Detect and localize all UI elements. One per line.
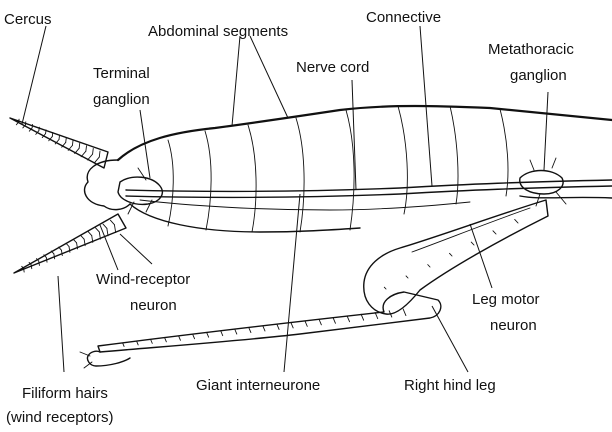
label-terminal-ganglion-line1: Terminal	[93, 65, 150, 82]
filiform-hair	[137, 342, 138, 345]
filiform-hair	[24, 268, 25, 272]
filiform-hair	[493, 231, 496, 234]
label-filiform-line2: (wind receptors)	[6, 409, 114, 426]
filiform-hair	[221, 331, 223, 335]
filiform-hair	[123, 344, 124, 347]
leader-wind-receptor	[120, 234, 152, 264]
filiform-hair	[207, 333, 209, 337]
filiform-hair	[96, 228, 100, 232]
filiform-hair	[54, 254, 55, 259]
leader-cercus	[22, 26, 46, 124]
filiform-hair	[114, 225, 115, 233]
leader-filiform	[58, 276, 64, 372]
filiform-hair	[333, 318, 335, 324]
leader-hind-leg	[432, 306, 468, 372]
filiform-hair	[39, 261, 40, 265]
label-metathoracic-ganglion-line2: ganglion	[510, 67, 567, 84]
leader-abdominal-a	[232, 36, 240, 126]
filiform-hair	[75, 148, 79, 153]
nerve-cord	[126, 180, 612, 197]
filiform-hair	[88, 232, 91, 236]
filiform-hair	[263, 326, 265, 331]
label-metathoracic-ganglion-line1: Metathoracic	[488, 41, 574, 58]
label-nerve-cord: Nerve cord	[296, 59, 369, 76]
abdominal-segment-lines	[168, 106, 508, 232]
filiform-hair	[88, 154, 93, 160]
abdomen-body	[85, 106, 612, 232]
filiform-hair	[428, 265, 430, 267]
filiform-hair	[93, 148, 94, 154]
filiform-hair	[179, 337, 181, 341]
filiform-hair	[235, 330, 237, 334]
filiform-hair	[249, 328, 251, 333]
leader-giant-interneurone	[284, 194, 300, 372]
leader-metathoracic	[544, 92, 548, 170]
label-leg-motor-line2: neuron	[490, 317, 537, 334]
filiform-hair	[61, 250, 62, 255]
filiform-hair	[86, 146, 87, 151]
label-connective: Connective	[366, 9, 441, 26]
filiform-hair	[66, 243, 69, 246]
filiform-hair	[403, 309, 406, 316]
label-right-hind-leg: Right hind leg	[404, 377, 496, 394]
filiform-hair	[73, 239, 76, 242]
label-terminal-ganglion-line2: ganglion	[93, 91, 150, 108]
filiform-hair	[99, 151, 100, 157]
label-giant-interneurone: Giant interneurone	[196, 377, 320, 394]
filiform-hair	[79, 143, 80, 148]
filiform-hair	[347, 316, 349, 322]
filiform-hair	[165, 338, 166, 341]
filiform-hair	[305, 321, 307, 326]
filiform-hair	[94, 157, 99, 163]
label-leg-motor-line1: Leg motor	[472, 291, 540, 308]
filiform-hair	[193, 335, 195, 339]
filiform-hair	[103, 224, 107, 228]
label-abdominal-segments: Abdominal segments	[148, 23, 288, 40]
filiform-hair	[449, 253, 452, 256]
filiform-hair	[107, 228, 108, 236]
label-wind-receptor-line2: neuron	[130, 297, 177, 314]
filiform-hair	[151, 340, 152, 343]
filiform-hair	[319, 319, 321, 324]
filiform-hair	[384, 287, 386, 289]
filiform-hair	[66, 138, 67, 143]
filiform-hair	[46, 257, 47, 262]
filiform-hair	[406, 276, 408, 278]
filiform-hair	[59, 135, 60, 139]
filiform-hair	[81, 151, 86, 157]
filiform-hair	[277, 325, 279, 330]
upper-cercus	[10, 118, 108, 168]
filiform-hair	[515, 219, 518, 223]
label-wind-receptor-line1: Wind-receptor	[96, 271, 190, 288]
label-filiform-line1: Filiform hairs	[22, 385, 108, 402]
filiform-hair	[291, 323, 293, 328]
filiform-hair	[110, 220, 114, 224]
label-cercus: Cercus	[4, 11, 52, 28]
filiform-hair	[31, 265, 32, 269]
filiform-hair	[471, 242, 474, 245]
filiform-hair	[81, 236, 84, 240]
leader-abdominal-b	[250, 36, 288, 118]
lower-cercus	[14, 214, 126, 273]
filiform-hair	[72, 140, 73, 145]
